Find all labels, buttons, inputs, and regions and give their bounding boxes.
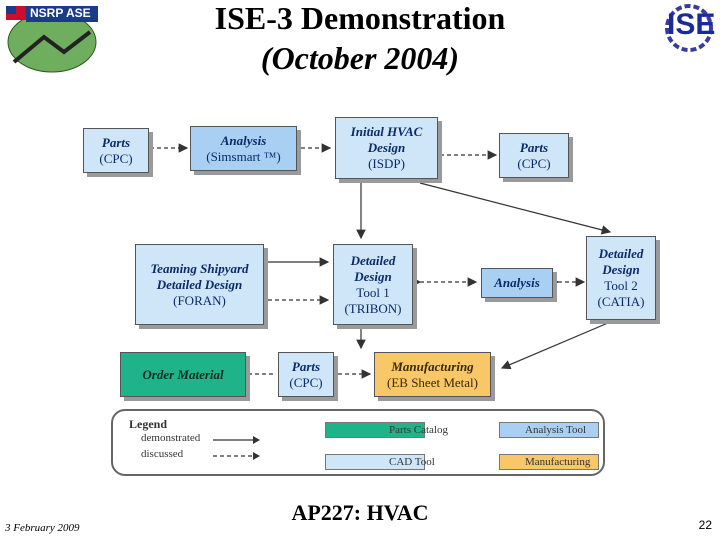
page-number: 22 [698,518,712,532]
legend-swatch-analysis-tool [499,422,599,438]
box-parts-cpc-1: Parts (CPC) [83,128,149,173]
logo-text: NSRP ASE [30,6,91,20]
footer-subtitle: AP227: HVAC [291,500,429,525]
box-analysis-2: Analysis [481,268,553,298]
box-detailed-design-tool2: Detailed Design Tool 2 (CATIA) [586,236,656,320]
legend-solid-line [213,436,260,444]
edge-hvac-tool2 [419,182,612,235]
legend-dashed-line [213,452,260,460]
legend-discussed-label: discussed [141,448,184,460]
legend: Legend demonstrated discussed Parts Cata… [111,409,605,476]
ise-logo: ISE [660,2,718,54]
legend-cad-tool: CAD Tool [389,456,435,468]
box-teaming-shipyard: Teaming Shipyard Detailed Design (FORAN) [135,244,264,325]
box-detailed-design-tool1: Detailed Design Tool 1 (TRIBON) [333,244,413,325]
legend-manufacturing: Manufacturing [525,456,591,468]
legend-swatch-cad-tool [325,454,425,470]
box-analysis-simsmart: Analysis (Simsmart ™) [190,126,297,171]
legend-title: Legend [129,417,168,431]
legend-parts-catalog: Parts Catalog [389,424,448,436]
legend-swatch-manufacturing [499,454,599,470]
box-parts-cpc-3: Parts (CPC) [278,352,334,397]
box-order-material: Order Material [120,352,246,397]
nsrp-ase-logo: NSRP ASE [4,2,100,74]
box-initial-hvac: Initial HVAC Design (ISDP) [335,117,438,179]
legend-demonstrated-label: demonstrated [141,432,201,444]
box-parts-cpc-2: Parts (CPC) [499,133,569,178]
box-manufacturing: Manufacturing (EB Sheet Metal) [374,352,491,397]
page-subtitle: (October 2004) [260,40,460,76]
page-title: ISE-3 Demonstration [214,0,506,36]
edge-tool2-manufacturing [500,319,616,370]
legend-swatch-parts-catalog [325,422,425,438]
legend-analysis-tool: Analysis Tool [525,424,587,436]
footer-date: 3 February 2009 [5,522,80,534]
